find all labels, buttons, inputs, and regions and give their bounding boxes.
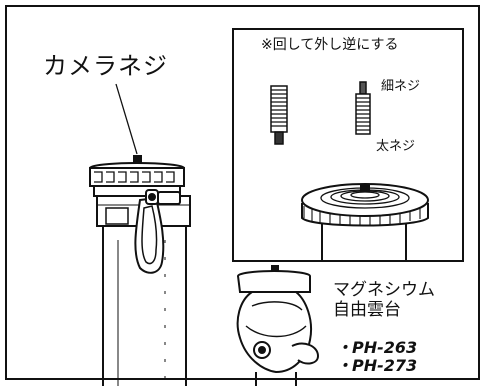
camera-screw-label: カメラネジ (43, 52, 168, 80)
model-number: ・PH-273 (336, 356, 418, 375)
detail-inset (232, 28, 464, 262)
leader-line (115, 83, 138, 155)
instruction-note: ※回して外し逆にする (261, 37, 399, 53)
lock-lever (134, 189, 181, 274)
fine-screw-label: 細ネジ (381, 79, 421, 94)
tripod-column (102, 225, 187, 386)
diagram-frame (5, 5, 480, 380)
mount-platform (89, 155, 185, 197)
ball-head (236, 265, 320, 386)
product-line-2: 自由雲台 (333, 300, 401, 320)
fine-screw (355, 81, 371, 135)
product-line-1: マグネシウム (333, 280, 435, 300)
model-number: ・PH-263 (336, 338, 418, 357)
product-name: マグネシウム 自由雲台 (333, 280, 435, 320)
coarse-screw-label: 太ネジ (376, 139, 416, 154)
knob-closeup (301, 183, 429, 261)
coarse-screw (270, 85, 288, 145)
